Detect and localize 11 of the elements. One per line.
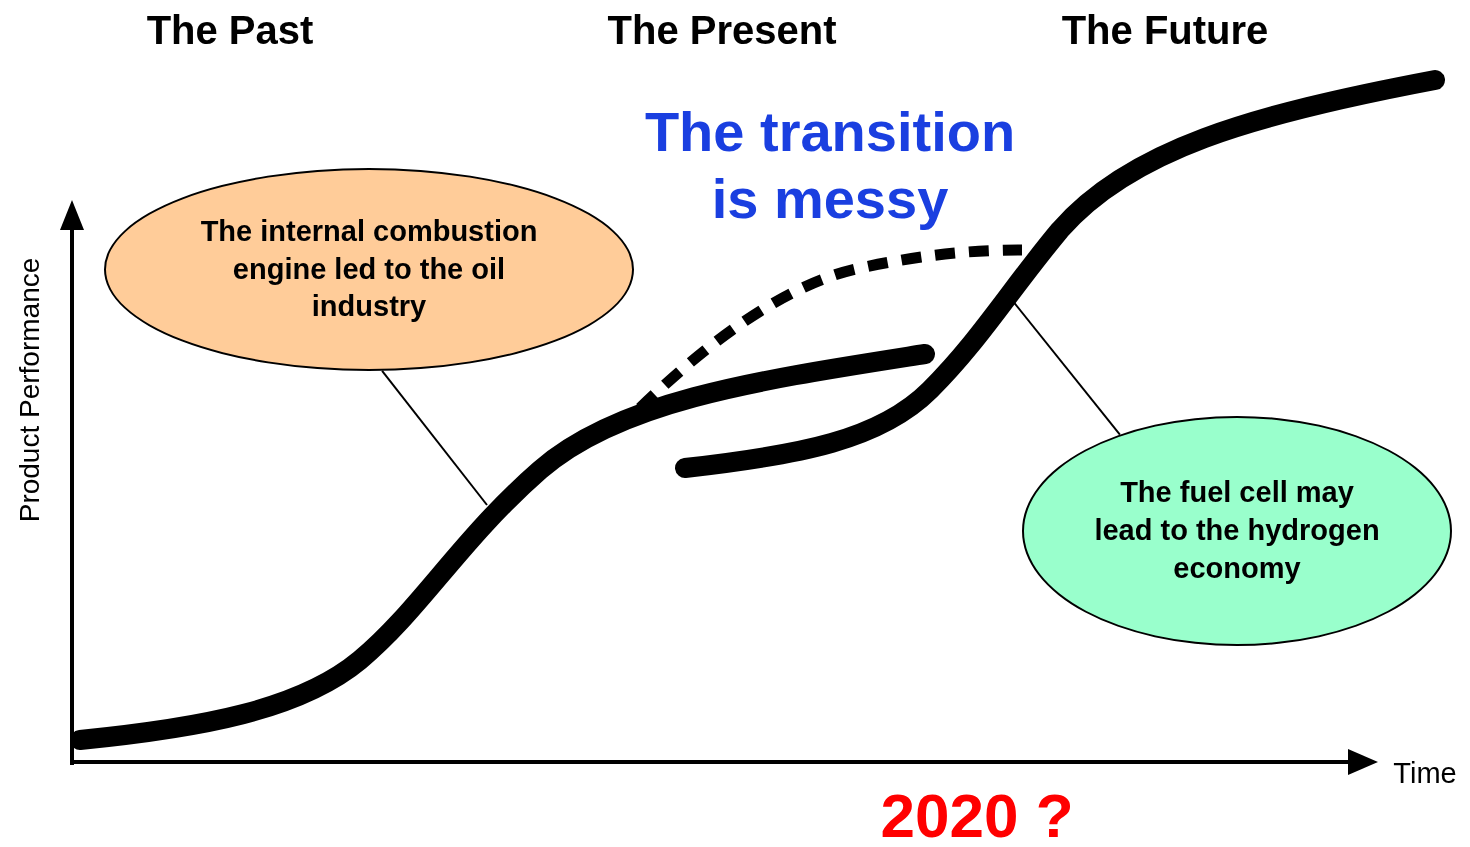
year-label: 2020 ?	[880, 779, 1074, 847]
callout-text: The fuel cell may lead to the hydrogen economy	[1093, 475, 1381, 586]
era-heading: The Past	[146, 7, 314, 53]
era-heading: The Present	[607, 7, 837, 53]
era-heading: The Future	[1061, 7, 1269, 53]
leader-line	[1011, 299, 1121, 436]
axis-label: Time	[1393, 756, 1457, 790]
axis-label: Product Performance	[14, 257, 46, 523]
transition-note: The transition is messy	[643, 98, 1017, 232]
callout-text: The internal combustion engine led to the oil industry	[199, 213, 539, 325]
leader-line	[381, 369, 488, 506]
